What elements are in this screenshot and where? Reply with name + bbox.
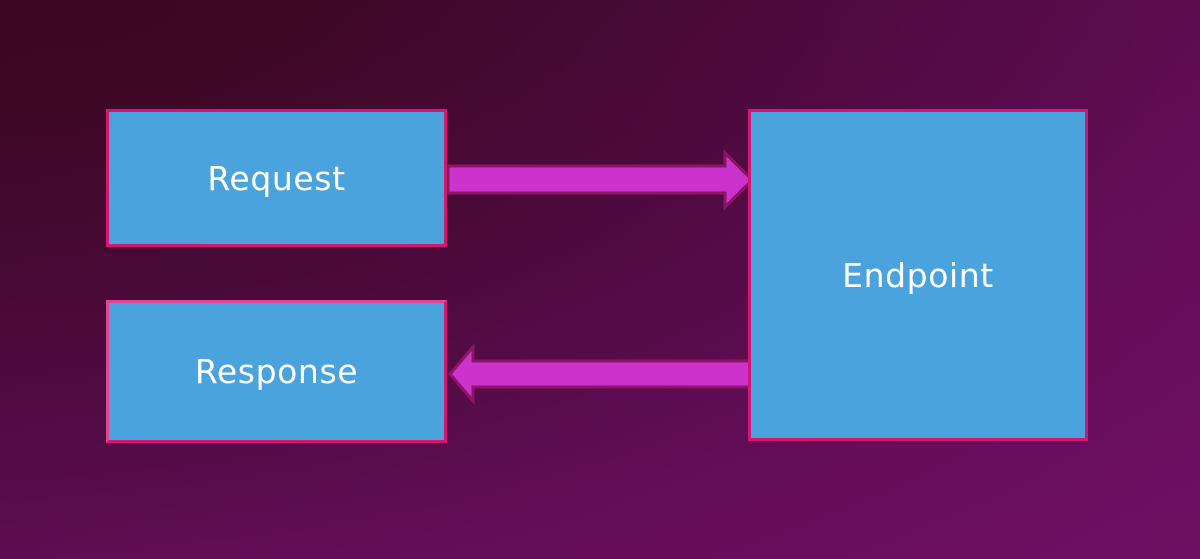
arrow-left-shape xyxy=(448,342,754,406)
arrow-right-shape xyxy=(446,149,755,211)
node-endpoint[interactable]: Endpoint xyxy=(748,109,1088,441)
node-endpoint-label: Endpoint xyxy=(842,255,994,295)
arrow-endpoint-to-response[interactable] xyxy=(440,342,760,406)
node-request[interactable]: Request xyxy=(106,109,447,247)
node-request-label: Request xyxy=(207,158,346,198)
node-response-label: Response xyxy=(194,352,359,391)
node-response[interactable]: Response xyxy=(106,300,447,443)
arrow-request-to-endpoint[interactable] xyxy=(440,145,760,215)
